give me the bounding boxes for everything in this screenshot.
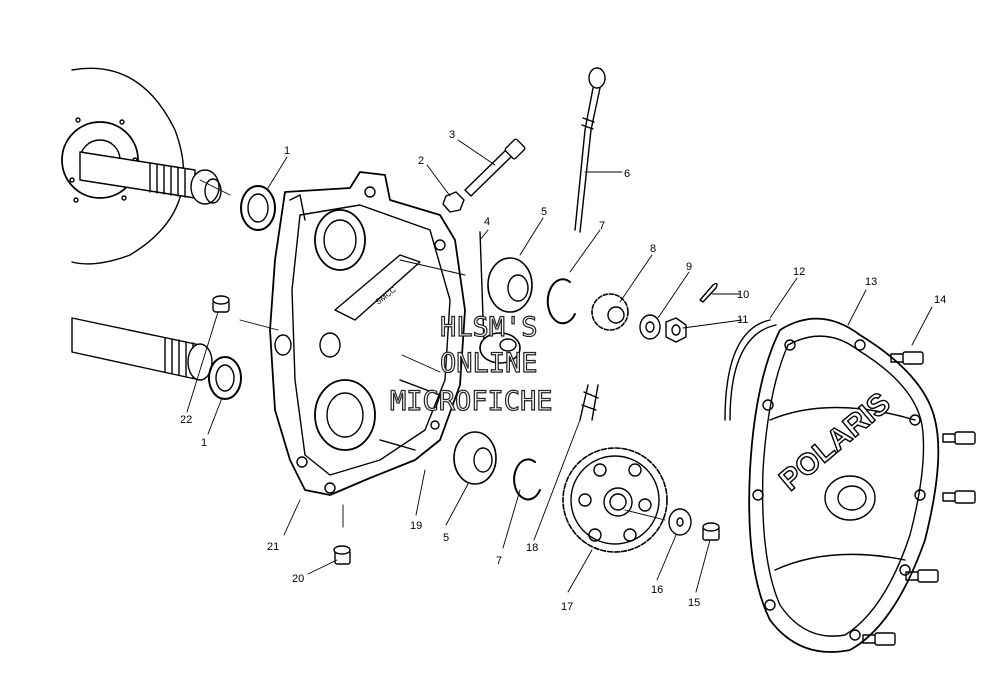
top-sprocket [591,293,629,331]
label-21: 21 [267,541,279,553]
label-1-upper: 1 [284,145,290,157]
nut [442,191,465,213]
label-12: 12 [793,266,805,278]
label-11: 11 [737,314,748,326]
part-labels: 1 2 3 4 5 6 7 8 9 10 11 12 13 14 22 1 21… [180,129,946,613]
drain-plug [333,545,351,565]
label-10: 10 [737,289,749,301]
castle-nut [665,317,687,343]
label-2: 2 [418,155,424,167]
dipstick [574,67,606,233]
lower-gear [562,447,668,553]
cover-bolts [862,351,976,646]
watermark: HLSM'S ONLINE MICROFICHE [389,311,553,417]
chaincase-cover [748,317,940,653]
label-14: 14 [934,294,946,306]
leader-lines [186,139,933,593]
label-9: 9 [686,261,692,273]
label-7-lower: 7 [496,555,502,567]
watermark-line-2: ONLINE [440,348,538,379]
label-5-upper: 5 [541,206,547,218]
label-18: 18 [526,542,538,554]
label-8: 8 [650,243,656,255]
chain-tensioner [479,231,521,364]
bearing-upper [487,257,533,313]
label-5-lower: 5 [443,532,449,544]
washer [639,314,661,340]
drive-chain [579,384,599,421]
label-13: 13 [865,276,877,288]
snap-ring-upper [546,278,576,325]
lower-driven-shaft [71,317,213,381]
lower-washer [668,508,692,536]
cotter-pin [699,282,718,303]
label-7-upper: 7 [599,220,605,232]
seal-lower [208,356,242,400]
dowel-pin [212,295,230,313]
chaincase-housing [269,171,466,496]
watermark-line-1: HLSM'S [440,312,538,343]
cover-gasket [724,319,777,421]
watermark-line-3: MICROFICHE [390,386,553,417]
lower-bolt [702,522,720,541]
label-4: 4 [484,216,490,228]
label-16: 16 [651,584,663,596]
upper-drive-shaft [79,151,222,205]
seal-upper [240,185,276,231]
label-6: 6 [624,168,630,180]
bearing-lower [453,431,497,485]
long-bolt [464,138,526,197]
label-15: 15 [688,597,700,609]
label-17: 17 [561,601,573,613]
label-3: 3 [449,129,455,141]
label-1-lower: 1 [201,437,207,449]
label-19: 19 [410,520,422,532]
snap-ring-lower [513,458,541,501]
label-20: 20 [292,573,304,585]
label-22: 22 [180,414,192,426]
